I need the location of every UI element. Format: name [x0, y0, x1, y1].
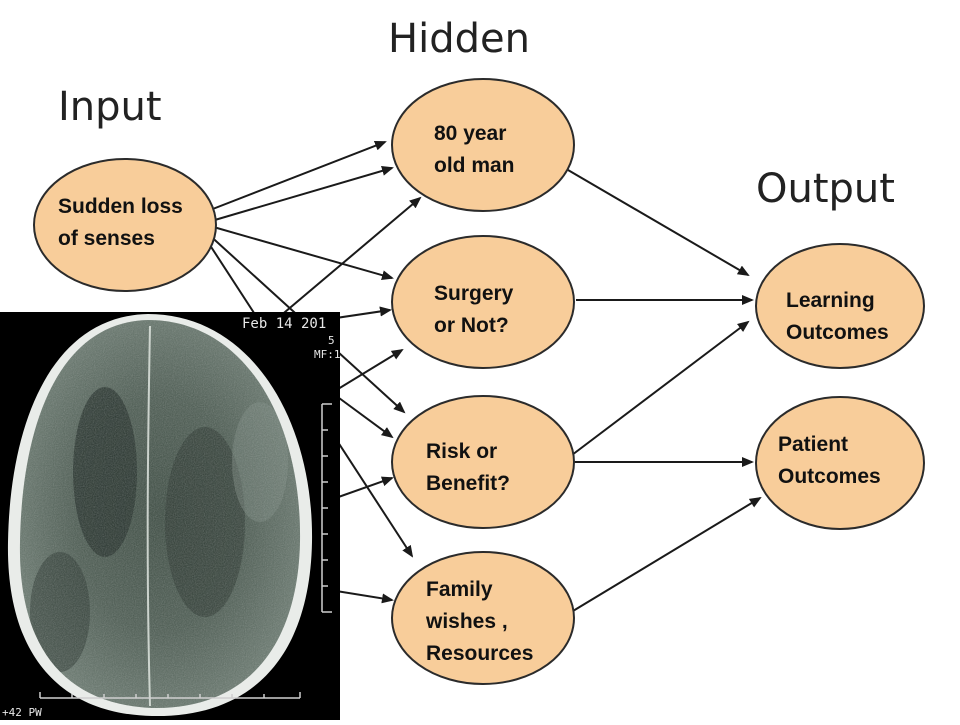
node-label-output-1: Learning Outcomes	[786, 289, 889, 344]
ct-scan-side-text-2: MF:1	[314, 348, 341, 361]
node-label-hidden-1: 80 year old man	[434, 122, 515, 177]
arrow-left-to-family	[329, 589, 394, 604]
node-label-hidden-2: Surgery or Not?	[434, 282, 514, 337]
node-hidden-80-year-old-man	[391, 78, 575, 212]
arrow-input-to-80yr-b	[207, 166, 394, 223]
ct-scan-date: Feb 14 201	[242, 316, 327, 332]
ct-scan-drawing	[0, 312, 340, 720]
node-hidden-surgery	[391, 235, 575, 369]
node-label-hidden-3: Risk or Benefit?	[426, 440, 510, 495]
node-output-learning	[755, 243, 925, 369]
hidden-layer-title: Hidden	[388, 16, 530, 62]
output-layer-title: Output	[756, 166, 895, 212]
node-label-output-2: Patient Outcomes	[778, 433, 881, 488]
node-hidden-risk-benefit	[391, 395, 575, 529]
ct-scan-bottom-text: +42 PW	[2, 706, 42, 719]
node-label-hidden-4: Family wishes , Resources	[426, 578, 534, 665]
arrow-input-to-80yr-a	[204, 140, 387, 213]
arrow-left-to-risk-a	[334, 394, 394, 439]
arrow-input-to-surgery	[209, 225, 394, 281]
input-layer-title: Input	[58, 84, 162, 130]
node-hidden-family-wishes	[391, 551, 575, 685]
ct-scan-image: Feb 14 201 5 MF:1 +42 PW	[0, 312, 341, 720]
node-label-input: Sudden loss of senses	[58, 195, 183, 250]
arrow-risk-to-learning	[567, 320, 750, 459]
arrow-left-to-risk-b	[329, 476, 394, 501]
node-input-sudden-loss	[33, 158, 217, 292]
arrow-family-to-patient	[567, 496, 762, 615]
ct-scan-side-text-1: 5	[328, 334, 335, 347]
node-output-patient	[755, 396, 925, 530]
diagram-nodes	[33, 78, 925, 685]
arrow-80yr-to-learning	[567, 169, 750, 277]
